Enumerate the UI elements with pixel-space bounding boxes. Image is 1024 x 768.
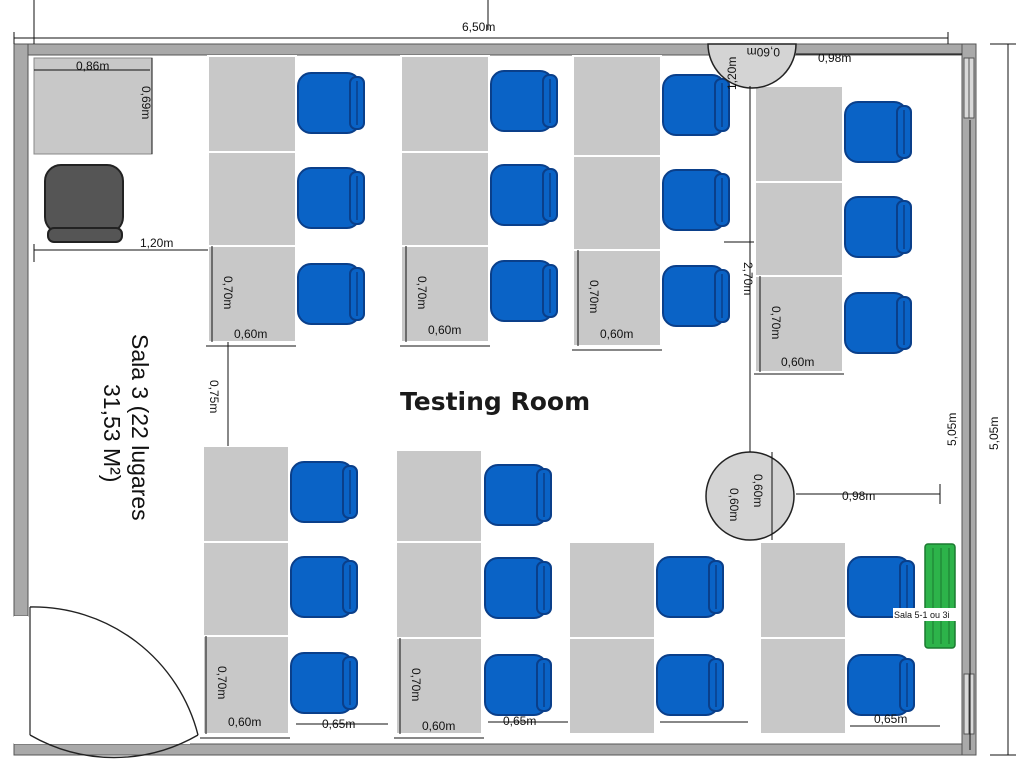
dim-total-width: 6,50m: [462, 20, 495, 34]
room-label-line1: Sala 3 (22 lugares: [127, 334, 153, 521]
dimension-lines: [13, 0, 1016, 756]
dim-desk-width: 0,60m: [428, 323, 461, 337]
dim-gap-mid: 0,98m: [842, 489, 875, 503]
dim-teacher-desk-width: 0,86m: [76, 59, 109, 73]
dim-desk-depth: 0,70m: [769, 306, 783, 339]
dim-inner-height: 5,05m: [945, 413, 959, 446]
blue-chair-icon: [490, 260, 558, 322]
green-panel: [924, 543, 956, 649]
walls: [13, 43, 977, 756]
door-swing-icon: [29, 606, 199, 759]
dim-desk-depth: 0,70m: [221, 276, 235, 309]
blue-chair-icon: [662, 265, 730, 327]
dim-pillar-mid: 0,60m: [751, 474, 765, 507]
office-chair-icon: [44, 164, 124, 243]
teacher-desk: [33, 57, 153, 155]
dim-desk-depth: 0,70m: [587, 280, 601, 313]
dim-aisle-long: 2,70m: [741, 262, 755, 295]
dim-gap-aisle: 0,65m: [322, 717, 355, 731]
dim-desk-width: 0,60m: [600, 327, 633, 341]
dim-aisle: 0,75m: [207, 380, 221, 413]
blue-chair-icon: [297, 72, 365, 134]
dim-clearance-top: 1,20m: [725, 57, 739, 90]
blue-chair-icon: [662, 74, 730, 136]
desks: [202, 55, 847, 735]
dim-clearance-left: 1,20m: [140, 236, 173, 250]
dim-desk-width: 0,60m: [234, 327, 267, 341]
dim-desk-depth: 0,70m: [409, 668, 423, 701]
blue-chair-icon: [484, 654, 552, 716]
blue-chair-icon: [844, 196, 912, 258]
blue-chair-icon: [656, 556, 724, 618]
blue-chair-icon: [484, 557, 552, 619]
page-title: Testing Room: [400, 387, 590, 416]
dim-desk-width: 0,60m: [422, 719, 455, 733]
dim-desk-width: 0,60m: [228, 715, 261, 729]
blue-chair-icon: [844, 101, 912, 163]
blue-chair-icon: [290, 556, 358, 618]
dim-desk-width: 0,60m: [781, 355, 814, 369]
dim-desk-depth: 0,70m: [215, 666, 229, 699]
dim-gap-aisle: 0,65m: [503, 714, 536, 728]
dim-gap-top: 0,98m: [818, 51, 851, 65]
blue-chair-icon: [297, 167, 365, 229]
blue-chair-icon: [656, 654, 724, 716]
room-label-line2: 31,53 M²): [99, 384, 125, 482]
dim-gap-aisle: 0,65m: [874, 712, 907, 726]
dim-pillar-top: 0,60m: [747, 45, 780, 59]
green-panel-label: Sala 5-1 ou 3i: [894, 610, 950, 620]
blue-chair-icon: [662, 169, 730, 231]
blue-chair-icon: [297, 263, 365, 325]
dim-pillar-mid: 0,60m: [727, 488, 741, 521]
dim-teacher-desk-depth: 0,69m: [139, 86, 153, 119]
blue-chair-icon: [290, 461, 358, 523]
blue-chair-icon: [290, 652, 358, 714]
blue-chair-icon: [844, 292, 912, 354]
blue-chair-icon: [490, 70, 558, 132]
blue-chair-icon: [490, 164, 558, 226]
dim-desk-depth: 0,70m: [415, 276, 429, 309]
blue-chair-icon: [484, 464, 552, 526]
dim-outer-height: 5,05m: [987, 417, 1001, 450]
blue-chair-icon: [847, 654, 915, 716]
